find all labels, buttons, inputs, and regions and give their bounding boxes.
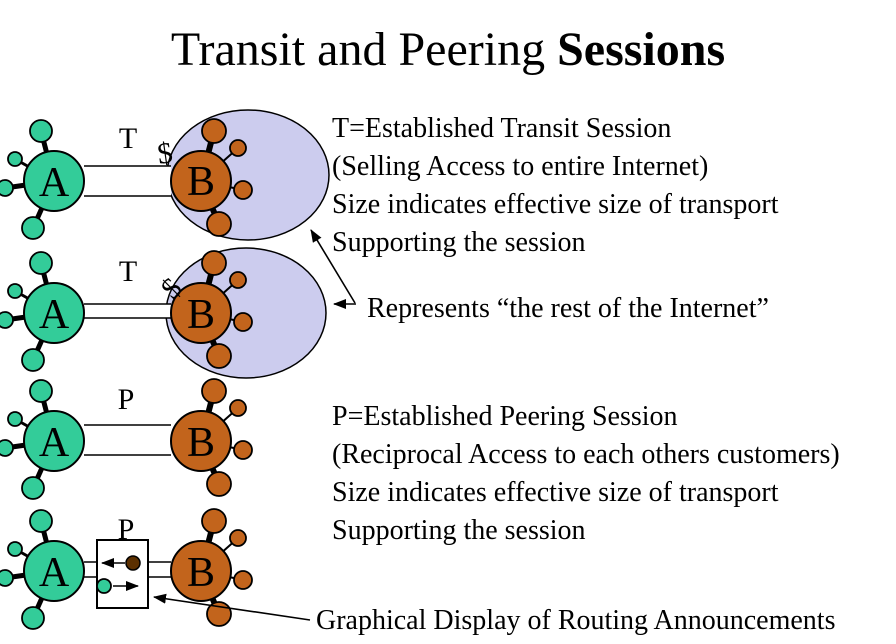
peering-line-1: P=Established Peering Session xyxy=(332,401,678,432)
satellite-node xyxy=(206,211,232,237)
satellite-node xyxy=(201,118,227,144)
satellite-node xyxy=(206,471,232,497)
node-a-circle xyxy=(23,282,85,344)
transit-line-4: Supporting the session xyxy=(332,227,586,258)
transit-pipe-1 xyxy=(84,166,171,196)
satellite-node xyxy=(0,569,14,587)
node-b-circle xyxy=(170,540,232,602)
satellite-node xyxy=(0,439,14,457)
satellite-node xyxy=(0,311,14,329)
network-b-1 xyxy=(170,118,253,237)
node-b-circle xyxy=(170,410,232,472)
satellite-node xyxy=(229,271,247,289)
satellite-node xyxy=(7,411,23,427)
satellite-node xyxy=(7,283,23,299)
satellite-node xyxy=(0,179,14,197)
route-dot-from-a xyxy=(96,578,112,594)
satellite-node xyxy=(21,476,45,500)
transit-line-3: Size indicates effective size of transpo… xyxy=(332,189,779,220)
title-bold: Sessions xyxy=(557,23,726,76)
network-a-3 xyxy=(0,379,85,500)
network-a-2 xyxy=(0,251,85,372)
internet-note: Represents “the rest of the Internet” xyxy=(367,293,769,324)
satellite-node xyxy=(29,251,53,275)
network-b-4 xyxy=(170,508,253,627)
satellite-node xyxy=(29,379,53,403)
peering-description: P=Established Peering Session (Reciproca… xyxy=(332,398,840,550)
satellite-node xyxy=(233,570,253,590)
peering-line-3: Size indicates effective size of transpo… xyxy=(332,477,779,508)
session-label-p1: P xyxy=(117,383,135,416)
network-a-1 xyxy=(0,119,85,240)
satellite-node xyxy=(7,151,23,167)
satellite-node xyxy=(229,139,247,157)
satellite-node xyxy=(29,119,53,143)
satellite-node xyxy=(7,541,23,557)
satellite-node xyxy=(229,399,247,417)
satellite-node xyxy=(233,440,253,460)
peering-line-2: (Reciprocal Access to each others custom… xyxy=(332,439,840,470)
network-a-4 xyxy=(0,509,85,630)
node-a-label: A xyxy=(38,420,70,466)
satellite-node xyxy=(201,250,227,276)
node-b-label: B xyxy=(186,292,216,338)
satellite-node xyxy=(21,348,45,372)
node-a-circle xyxy=(23,540,85,602)
peering-pipe-1 xyxy=(84,425,171,455)
node-a-circle xyxy=(23,150,85,212)
transit-description: T=Established Transit Session (Selling A… xyxy=(332,110,779,262)
satellite-node xyxy=(233,180,253,200)
transit-pipe-2 xyxy=(84,304,171,318)
route-dot-from-b xyxy=(125,555,141,571)
node-a-label: A xyxy=(38,292,70,338)
node-b-label: B xyxy=(186,159,216,205)
peering-line-4: Supporting the session xyxy=(332,515,586,546)
routing-display-box xyxy=(96,539,149,609)
satellite-node xyxy=(29,509,53,533)
network-b-2 xyxy=(170,250,253,369)
satellite-node xyxy=(229,529,247,547)
transit-line-2: (Selling Access to entire Internet) xyxy=(332,151,709,182)
satellite-node xyxy=(21,606,45,630)
node-b-label: B xyxy=(186,550,216,596)
node-a-label: A xyxy=(38,160,70,206)
routing-note: Graphical Display of Routing Announcemen… xyxy=(316,605,836,636)
node-b-circle xyxy=(170,150,232,212)
satellite-node xyxy=(206,343,232,369)
transit-line-1: T=Established Transit Session xyxy=(332,113,672,144)
satellite-node xyxy=(233,312,253,332)
arrow-to-routing-box xyxy=(153,593,311,621)
arrow-to-cloud-1 xyxy=(310,229,356,304)
node-a-circle xyxy=(23,410,85,472)
network-b-3 xyxy=(170,378,253,497)
slide-title: Transit and Peering Sessions xyxy=(0,22,896,78)
satellite-node xyxy=(201,378,227,404)
satellite-node xyxy=(201,508,227,534)
node-b-circle xyxy=(170,282,232,344)
peering-row-1 xyxy=(0,378,253,500)
session-label-t1: T xyxy=(118,122,138,155)
transit-row-1 xyxy=(0,109,330,241)
node-a-label: A xyxy=(38,550,70,596)
session-label-p2: P xyxy=(117,513,135,546)
title-regular: Transit and Peering xyxy=(170,23,558,76)
satellite-node xyxy=(21,216,45,240)
peering-row-2 xyxy=(0,508,253,630)
transit-row-2 xyxy=(0,247,327,379)
session-label-t2: T xyxy=(118,255,138,288)
node-b-label: B xyxy=(186,420,216,466)
